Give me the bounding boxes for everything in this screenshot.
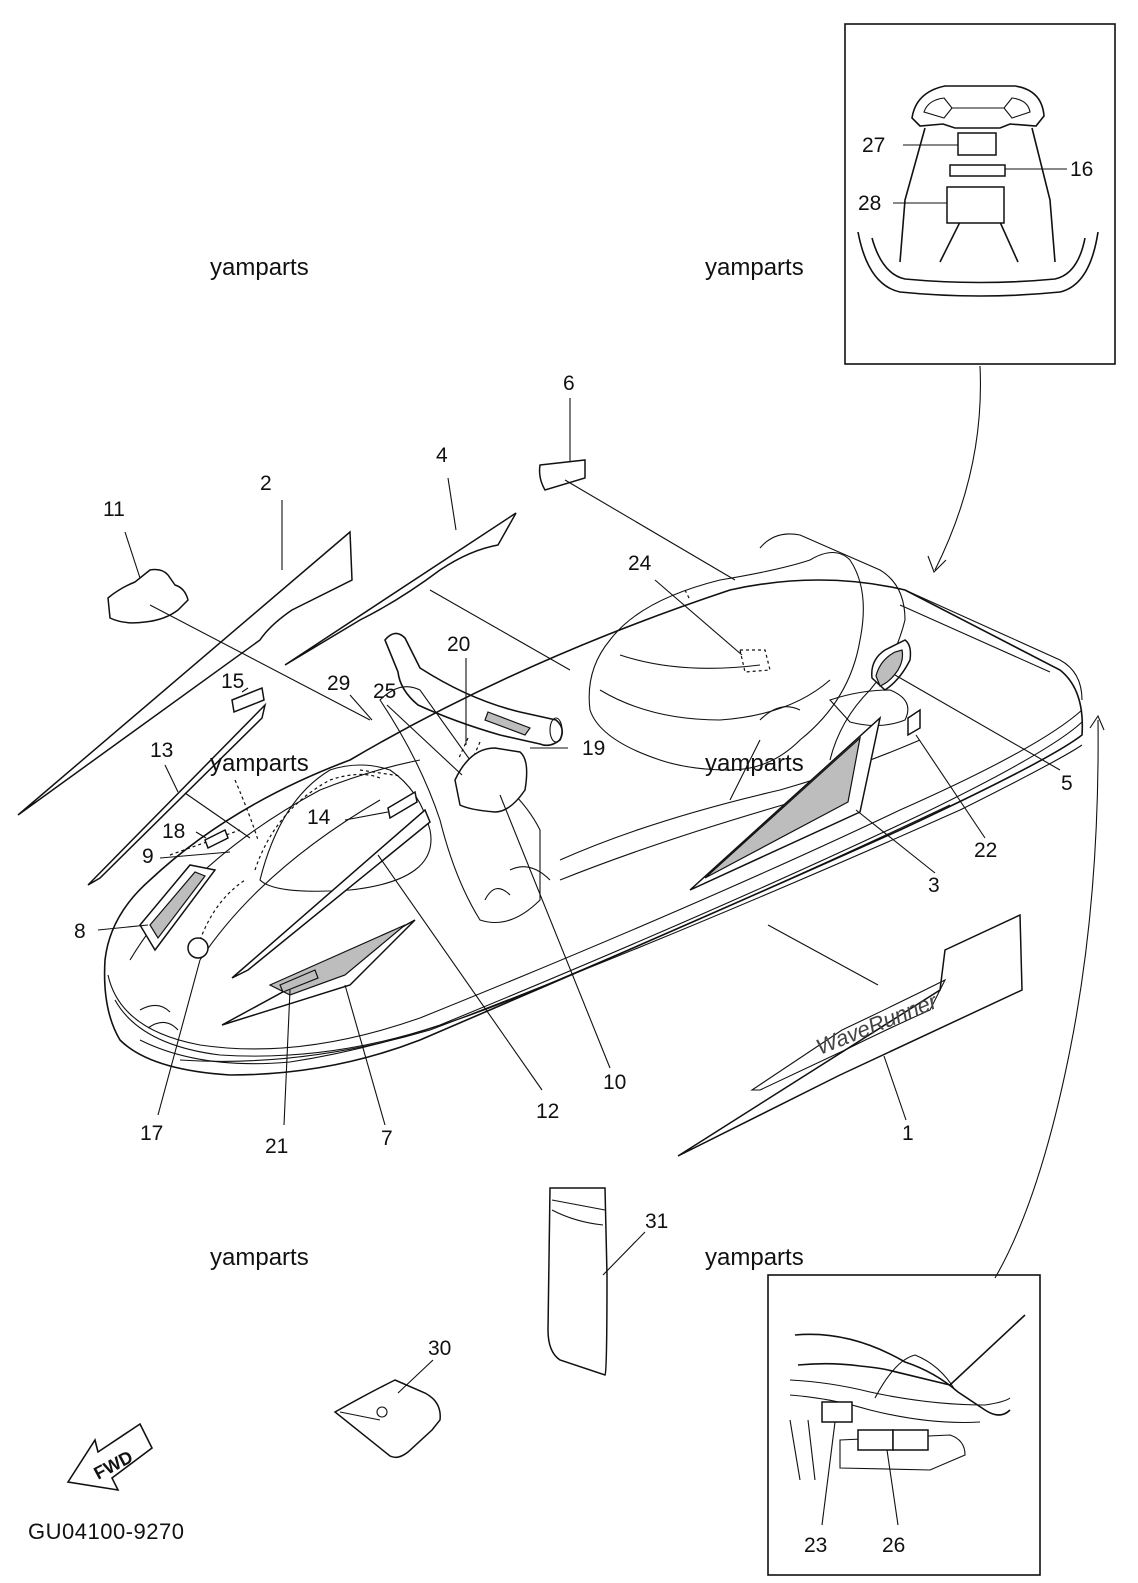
callout-25: 25 — [373, 680, 396, 703]
part-9-stripe — [169, 829, 241, 856]
part-5-logo-decal — [871, 639, 912, 691]
inset-connector — [994, 719, 1099, 1279]
callout-26: 26 — [882, 1534, 905, 1557]
callout-19: 19 — [582, 737, 605, 760]
part-21-label — [279, 969, 319, 993]
watermark-text: yamparts — [210, 750, 309, 777]
part-31-booklet: 31 — [547, 1187, 668, 1376]
callout-18: 18 — [162, 820, 185, 843]
part-2-stripe — [17, 530, 353, 816]
callout-5: 5 — [1061, 772, 1073, 795]
callout-21: 21 — [265, 1135, 288, 1158]
callout-22: 22 — [974, 839, 997, 862]
callout-12: 12 — [536, 1100, 559, 1123]
part-13-stripe — [87, 702, 267, 886]
callout-13: 13 — [150, 739, 173, 762]
callout-17: 17 — [140, 1122, 163, 1145]
callout-11: 11 — [103, 498, 125, 521]
callout-24: 24 — [628, 552, 652, 575]
part-6-label — [538, 459, 586, 491]
callout-30: 30 — [428, 1337, 451, 1360]
watermark-text: yamparts — [705, 750, 804, 777]
watercraft-hull — [103, 533, 1084, 1076]
part-4-stripe — [284, 512, 517, 666]
callout-9: 9 — [142, 845, 154, 868]
part-10-label — [454, 747, 528, 813]
inset-rear-side-view: 23 26 — [767, 1274, 1041, 1576]
inset-arrow — [934, 365, 981, 571]
callout-23: 23 — [804, 1534, 827, 1557]
part-15-label — [231, 686, 265, 714]
callout-8: 8 — [74, 920, 86, 943]
callout-1: 1 — [902, 1122, 914, 1145]
watermark-text: yamparts — [705, 254, 804, 281]
watermark-text: yamparts — [705, 1244, 804, 1271]
callout-2: 2 — [260, 472, 272, 495]
part-7-side-graphic — [221, 919, 416, 1026]
callout-29: 29 — [327, 672, 350, 695]
inset-rear-view: 27 16 28 — [844, 23, 1116, 365]
part-18-label — [204, 828, 229, 850]
callout-10: 10 — [603, 1071, 626, 1094]
callout-3: 3 — [928, 874, 940, 897]
part-8-nose-graphic — [139, 864, 217, 952]
part-3-side-graphic — [689, 715, 882, 891]
part-11-decal — [107, 568, 189, 624]
watermark-text: yamparts — [210, 1244, 309, 1271]
diagram-code: GU04100-9270 — [28, 1519, 185, 1544]
part-14-label — [387, 790, 418, 820]
watermark-text: yamparts — [210, 254, 309, 281]
callout-20: 20 — [447, 633, 470, 656]
part-17-round-label — [187, 937, 209, 959]
leader-lines — [97, 398, 1061, 1126]
callout-28: 28 — [858, 192, 881, 215]
callout-27: 27 — [862, 134, 885, 157]
callout-14: 14 — [307, 806, 331, 829]
callout-15: 15 — [221, 670, 244, 693]
callout-31: 31 — [645, 1210, 668, 1233]
fwd-arrow-icon: FWD — [66, 1422, 154, 1492]
callout-7: 7 — [381, 1127, 393, 1150]
part-30-pouch: 30 — [333, 1337, 451, 1459]
part-12-stripe — [231, 808, 431, 979]
callout-6: 6 — [563, 372, 575, 395]
callout-4: 4 — [436, 444, 448, 467]
callout-16: 16 — [1070, 158, 1093, 181]
part-22-label — [907, 708, 921, 737]
part-1-side-graphic: WaveRunner — [677, 913, 1023, 1157]
part-19-label — [484, 711, 531, 736]
